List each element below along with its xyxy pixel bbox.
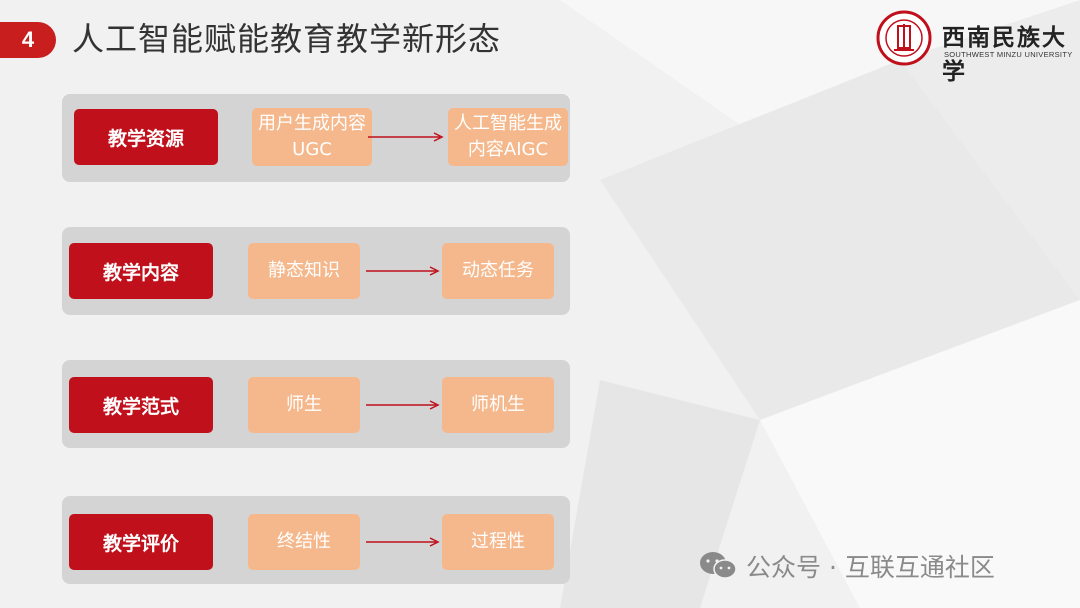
arrow-icon <box>366 537 440 547</box>
from-box: 终结性 <box>248 514 360 570</box>
arrow-icon <box>366 266 440 276</box>
row-teaching-evaluation: 教学评价 终结性 过程性 <box>62 496 570 584</box>
row-teaching-resources: 教学资源 用户生成内容UGC 人工智能生成内容AIGC <box>62 94 570 182</box>
university-seal-icon <box>876 10 932 66</box>
to-box: 过程性 <box>442 514 554 570</box>
arrow-icon <box>366 400 440 410</box>
category-label: 教学范式 <box>69 377 213 433</box>
to-box: 人工智能生成内容AIGC <box>448 108 568 166</box>
row-teaching-paradigm: 教学范式 师生 师机生 <box>62 360 570 448</box>
category-label: 教学内容 <box>69 243 213 299</box>
from-box: 用户生成内容UGC <box>252 108 372 166</box>
university-name-cn: 西南民族大学 <box>942 24 1067 85</box>
row-teaching-content: 教学内容 静态知识 动态任务 <box>62 227 570 315</box>
university-name-en: SOUTHWEST MINZU UNIVERSITY <box>944 50 1073 59</box>
wechat-icon <box>700 552 737 579</box>
watermark-text: 公众号 · 互联互通社区 <box>746 553 995 582</box>
section-number-badge: 4 <box>0 22 56 58</box>
page-title: 人工智能赋能教育教学新形态 <box>72 20 502 58</box>
category-label: 教学资源 <box>74 109 218 165</box>
to-box: 师机生 <box>442 377 554 433</box>
arrow-icon <box>368 132 444 142</box>
category-label: 教学评价 <box>69 514 213 570</box>
to-box: 动态任务 <box>442 243 554 299</box>
watermark: 公众号 · 互联互通社区 <box>698 548 995 584</box>
from-box: 静态知识 <box>248 243 360 299</box>
from-box: 师生 <box>248 377 360 433</box>
